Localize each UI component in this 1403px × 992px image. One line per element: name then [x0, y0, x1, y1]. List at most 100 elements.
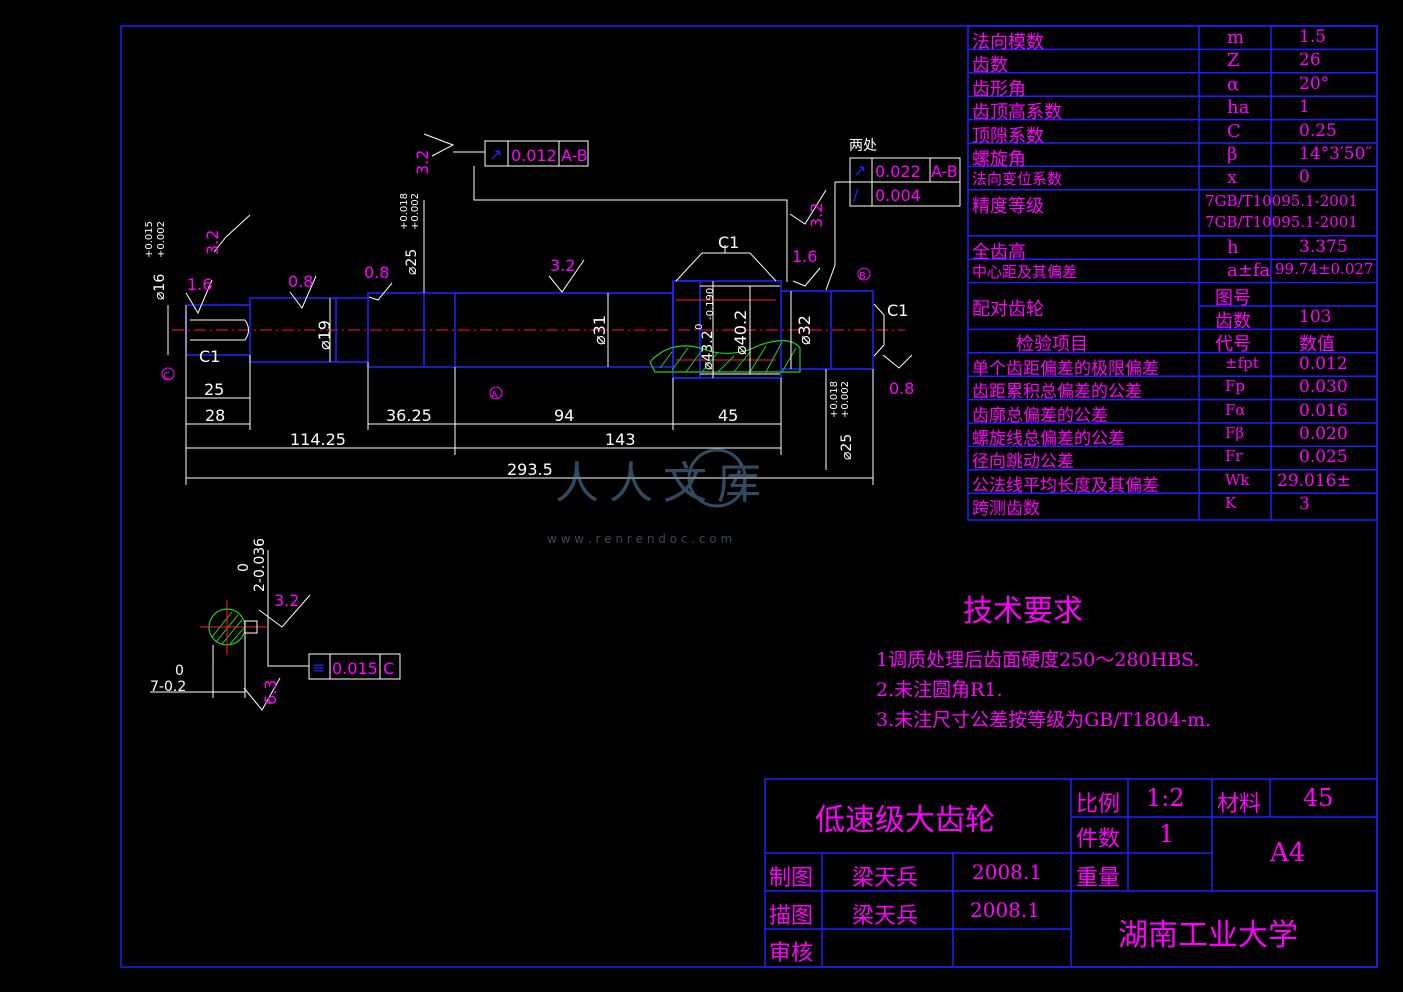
param-value: 7GB/T10095.1-2001 [1205, 212, 1358, 231]
dia-32: ⌀32 [795, 315, 814, 345]
inspection-row-symbol: Fr [1225, 447, 1243, 466]
param-name: 齿形角 [972, 78, 1026, 100]
inspection-row-value: 3 [1299, 494, 1310, 515]
drawn-date: 2008.1 [972, 860, 1042, 884]
title-block [764, 778, 1378, 968]
traced-date: 2008.1 [970, 898, 1040, 922]
tol-keyway-lower: 2-0.036 [252, 538, 268, 592]
keyway-section-view [150, 550, 269, 698]
inspection-row-symbol: Fβ [1225, 424, 1245, 442]
tol-25-lower: +0.002 [410, 193, 421, 230]
material-value: 45 [1303, 784, 1334, 812]
tol-depth-lower: 7-0.2 [150, 679, 186, 695]
param-value: 20° [1299, 73, 1330, 94]
sheet-size: A4 [1270, 838, 1306, 868]
tol-25-upper: +0.018 [399, 193, 410, 230]
inspection-header-code: 代号 [1215, 334, 1251, 356]
weight-label: 重量 [1076, 866, 1121, 891]
tech-requirements-title: 技术要求 [963, 594, 1083, 629]
mating-gear-row-value: 103 [1299, 307, 1332, 327]
svg-text:A-B: A-B [931, 162, 958, 181]
drawn-by: 梁天兵 [852, 866, 919, 891]
roughness-text: 3.2 3.2 1.6 0.8 0.8 3.2 1.6 3.2 0.8 3.2 … [187, 150, 914, 705]
param-name: 精度等级 [972, 195, 1044, 217]
dia-31: ⌀31 [590, 315, 609, 345]
chamfer-left: C1 [199, 347, 220, 366]
param-symbol: 7GB/T10095.1-2001 [1205, 191, 1358, 210]
svg-text:0.8: 0.8 [889, 379, 914, 398]
checked-label: 审核 [769, 941, 814, 966]
svg-text:↗: ↗ [853, 161, 866, 180]
chamfer-right: C1 [887, 301, 908, 320]
inspection-row-name: 齿廓总偏差的公差 [972, 405, 1108, 426]
svg-text:1.6: 1.6 [187, 275, 212, 294]
dimension-text: 25 28 36.25 94 45 114.25 143 293.5 ⌀19 ⌀… [144, 193, 908, 695]
dim-94: 94 [554, 406, 574, 425]
tol-432-upper: 0 [694, 324, 705, 330]
dim-143: 143 [605, 430, 636, 449]
tech-requirement-3: 3.未注尺寸公差按等级为GB/T1804-m. [876, 709, 1212, 731]
svg-text:3.2: 3.2 [274, 591, 299, 610]
dim-25: 25 [204, 380, 224, 399]
svg-text:0.8: 0.8 [288, 272, 313, 291]
svg-text:0.022: 0.022 [875, 162, 921, 181]
watermark-url: w w w . r e n r e n d o c . c o m [547, 532, 732, 546]
param-symbol: C [1227, 120, 1241, 142]
svg-text:3.2: 3.2 [203, 230, 222, 255]
quantity-value: 1 [1159, 820, 1175, 848]
tol-depth-upper: 0 [175, 663, 184, 679]
param-name: 齿数 [972, 55, 1008, 77]
tol-16-upper: +0.015 [144, 221, 155, 258]
mating-gear-row-name: 图号 [1215, 287, 1251, 309]
tol-432-lower: -0.190 [705, 288, 716, 320]
param-value: 0.25 [1299, 120, 1337, 141]
param-value: 0 [1299, 167, 1310, 188]
traced-by: 梁天兵 [852, 904, 919, 929]
param-name: 齿顶高系数 [972, 102, 1062, 124]
svg-text:≡: ≡ [312, 658, 325, 677]
gtol-text: ↗ 0.012 A-B 两处 ↗ 0.022 A-B / 0.004 ≡ 0.0… [163, 138, 958, 678]
drawn-label: 制图 [769, 866, 814, 891]
watermark: 人人文库 w w w . r e n r e n d o c . c o m [547, 448, 761, 546]
param-name: 螺旋角 [972, 149, 1026, 170]
param-symbol: ha [1227, 97, 1250, 119]
param-value: 1 [1299, 97, 1310, 118]
inspection-row-symbol: ±fpt [1225, 353, 1259, 372]
svg-text:3.2: 3.2 [550, 256, 575, 275]
tech-requirement-1: 1调质处理后齿面硬度250～280HBS. [876, 649, 1200, 671]
svg-text:0.015: 0.015 [332, 659, 378, 678]
svg-text:A: A [491, 390, 498, 401]
inspection-header-value: 数值 [1299, 334, 1335, 356]
inspection-row-value: 0.012 [1299, 353, 1348, 374]
svg-text:两处: 两处 [849, 138, 877, 154]
inspection-row-name: 单个齿距偏差的极限偏差 [972, 358, 1159, 379]
datum-c-marker [161, 367, 175, 381]
school-name: 湖南工业大学 [1118, 918, 1298, 953]
svg-text:A-B: A-B [561, 146, 588, 165]
datum-b-marker [857, 267, 871, 281]
inspection-row-value: 0.020 [1299, 424, 1348, 444]
inspection-row-value: 0.030 [1299, 377, 1348, 398]
svg-text:0.004: 0.004 [875, 186, 921, 205]
mating-gear-label: 配对齿轮 [972, 298, 1044, 320]
gear-parameter-table [967, 25, 1378, 521]
svg-text:0.8: 0.8 [364, 263, 389, 282]
dia-16: ⌀16 [152, 274, 168, 300]
tol-keyway-upper: 0 [236, 563, 252, 572]
param-symbol: m [1227, 27, 1245, 48]
chamfer-gear: C1 [718, 233, 739, 252]
inspection-row-name: 径向跳动公差 [972, 452, 1074, 473]
dia-43-2: ⌀43.2 [700, 330, 716, 370]
param-value: 1.5 [1299, 27, 1327, 47]
dim-36-25: 36.25 [386, 406, 432, 425]
svg-text:3.2: 3.2 [807, 203, 826, 228]
inspection-row-name: 齿距累积总偏差的公差 [972, 382, 1142, 403]
svg-text:B: B [859, 271, 866, 282]
param-name: 法向模数 [972, 32, 1044, 53]
param-name: 中心距及其偏差 [972, 263, 1078, 282]
svg-text:0.012: 0.012 [511, 146, 557, 165]
scale-value: 1:2 [1146, 784, 1185, 812]
param-name: 顶隙系数 [972, 125, 1044, 147]
inspection-row-symbol: K [1225, 494, 1237, 513]
param-symbol: α [1227, 73, 1240, 95]
